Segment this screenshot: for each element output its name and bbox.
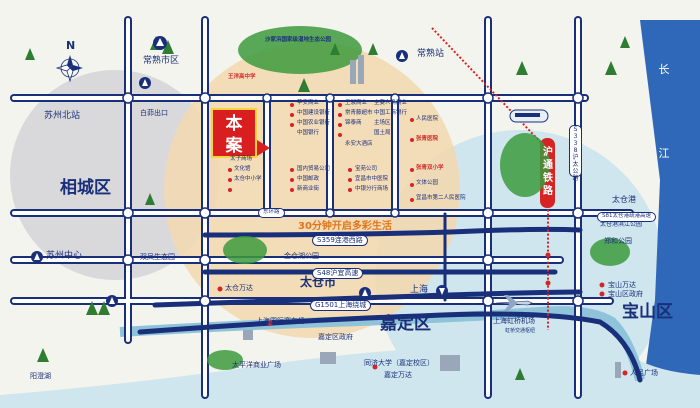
place-jiading-gov[interactable]: 嘉定区政府 xyxy=(318,333,353,341)
poi[interactable]: 国土局 xyxy=(374,130,391,136)
poi[interactable]: 新商业街 xyxy=(297,186,320,192)
place-taicang-wanda[interactable]: 太仓万达 xyxy=(225,284,253,292)
poi[interactable]: 苹安商业 xyxy=(297,100,320,106)
poi[interactable]: 主要人民商业 xyxy=(374,100,408,106)
place-taidong-park[interactable]: 太仓港滨江公园 xyxy=(600,221,643,228)
compass-icon xyxy=(55,55,83,83)
place-yangcheng-lake[interactable]: 阳澄湖 xyxy=(30,372,51,380)
poi[interactable]: 中国银行 xyxy=(297,130,320,136)
poi[interactable]: 王淑商业 xyxy=(345,100,368,106)
poi[interactable]: 文体公园 xyxy=(416,180,439,186)
place-shuangfeng-park[interactable]: 双凤生态园 xyxy=(140,253,175,261)
place-shajiabang[interactable]: 沙家浜国家级湿地生态公园 xyxy=(265,37,332,43)
road-s81-label: S81太仓港疏港高速 xyxy=(597,212,656,222)
place-jiading-wanda[interactable]: 嘉定万达 xyxy=(384,371,412,379)
place-shanghai-circuit[interactable]: 上海国际赛车场 xyxy=(256,317,305,325)
park-east xyxy=(500,133,550,197)
poi[interactable]: 宝苑公司 xyxy=(355,166,378,172)
building-icon xyxy=(243,55,621,378)
project-marker[interactable]: 本案 xyxy=(211,108,257,158)
place-baoshan-wanda[interactable]: 宝山万达 xyxy=(608,281,636,289)
place-changshu-station[interactable]: 常熟站 xyxy=(417,49,445,59)
park-shajiabang xyxy=(238,26,362,74)
place-tongji[interactable]: 同济大学（嘉定校区） xyxy=(364,359,434,367)
place-people-square[interactable]: 人民广场 xyxy=(630,369,658,377)
poi[interactable]: 宜昌市中医院 xyxy=(355,176,389,182)
poi[interactable]: 张青医院 xyxy=(416,136,439,142)
road-s48-label: S48沪宜高速 xyxy=(312,268,364,279)
poi[interactable]: 张青双小学 xyxy=(416,165,444,171)
poi[interactable]: 中国建设银行 xyxy=(297,110,331,116)
poi[interactable]: 中国邮政 xyxy=(297,176,320,182)
place-changshu-city[interactable]: 常熟市区 xyxy=(143,56,180,66)
road-g1501-label: G1501上海绕城 xyxy=(310,300,372,311)
place-wangyang-school[interactable]: 王洋高中学 xyxy=(228,74,256,80)
compass-north: N xyxy=(66,39,76,52)
yangtze-label: 长江 xyxy=(658,63,670,160)
place-suzhou-center[interactable]: 苏州中心 xyxy=(46,251,83,261)
district-xiangcheng[interactable]: 相城区 xyxy=(60,178,111,198)
road-s359-label: S359连港西路 xyxy=(312,235,368,246)
place-baoshan-gov[interactable]: 宝山区政府 xyxy=(608,290,643,298)
plane-icon xyxy=(495,295,533,311)
district-jiading[interactable]: 嘉定区 xyxy=(380,314,431,334)
place-shanghai[interactable]: 上海 xyxy=(410,285,429,295)
yangtze-river xyxy=(640,20,700,408)
place-hongqiao-hub[interactable]: 虹桥交通枢纽 xyxy=(505,328,536,334)
place-hongqiao-airport[interactable]: 上海虹桥机场 xyxy=(493,317,535,325)
poi[interactable]: 太仓中小学 xyxy=(234,176,262,182)
suzhou-zone xyxy=(10,70,220,280)
place-baimao-exit[interactable]: 白茆出口 xyxy=(140,109,168,117)
river-south xyxy=(0,329,700,408)
poi[interactable]: 中国农业银行 xyxy=(297,120,331,126)
poi[interactable]: 中国工商银行 xyxy=(374,110,408,116)
park-jingangwan xyxy=(223,236,267,264)
district-taicang[interactable]: 太仓市 xyxy=(300,275,337,289)
poi[interactable]: 主场区 xyxy=(374,120,391,126)
poi[interactable]: 太子商场 xyxy=(230,156,253,162)
park-pacific xyxy=(207,350,243,370)
road-dongfang-label: 东环路 xyxy=(258,208,285,218)
pin-icon xyxy=(217,252,628,376)
project-label: 本案 xyxy=(225,114,243,156)
train-icon xyxy=(509,109,549,123)
poi[interactable]: 人民医院 xyxy=(416,116,439,122)
place-zhenghe-park[interactable]: 郑和公园 xyxy=(604,237,632,245)
park-zhenghe xyxy=(590,238,630,266)
poi[interactable]: 宜昌市第二人民医院 xyxy=(416,195,466,201)
poi[interactable]: 锦泰商 xyxy=(345,120,362,126)
poi[interactable]: 中银分行商场 xyxy=(355,186,389,192)
place-pacific-mall[interactable]: 太平洋商业广场 xyxy=(232,361,281,369)
railway-label: 沪通铁路 xyxy=(543,147,553,197)
district-baoshan[interactable]: 宝山区 xyxy=(622,302,673,322)
poi[interactable]: 文化馆 xyxy=(234,166,251,172)
poi[interactable]: 常青藤超市 xyxy=(345,110,373,116)
poi[interactable]: 国内贸易公司 xyxy=(297,166,331,172)
slogan: 30分钟开启多彩生活 xyxy=(298,221,392,232)
place-suzhou-north[interactable]: 苏州北站 xyxy=(44,111,81,121)
place-taicang-port[interactable]: 太仓港 xyxy=(612,195,636,204)
place-jingangwan-park[interactable]: 金仓湖公园 xyxy=(284,252,319,260)
poi[interactable]: 永安大酒店 xyxy=(345,141,373,147)
